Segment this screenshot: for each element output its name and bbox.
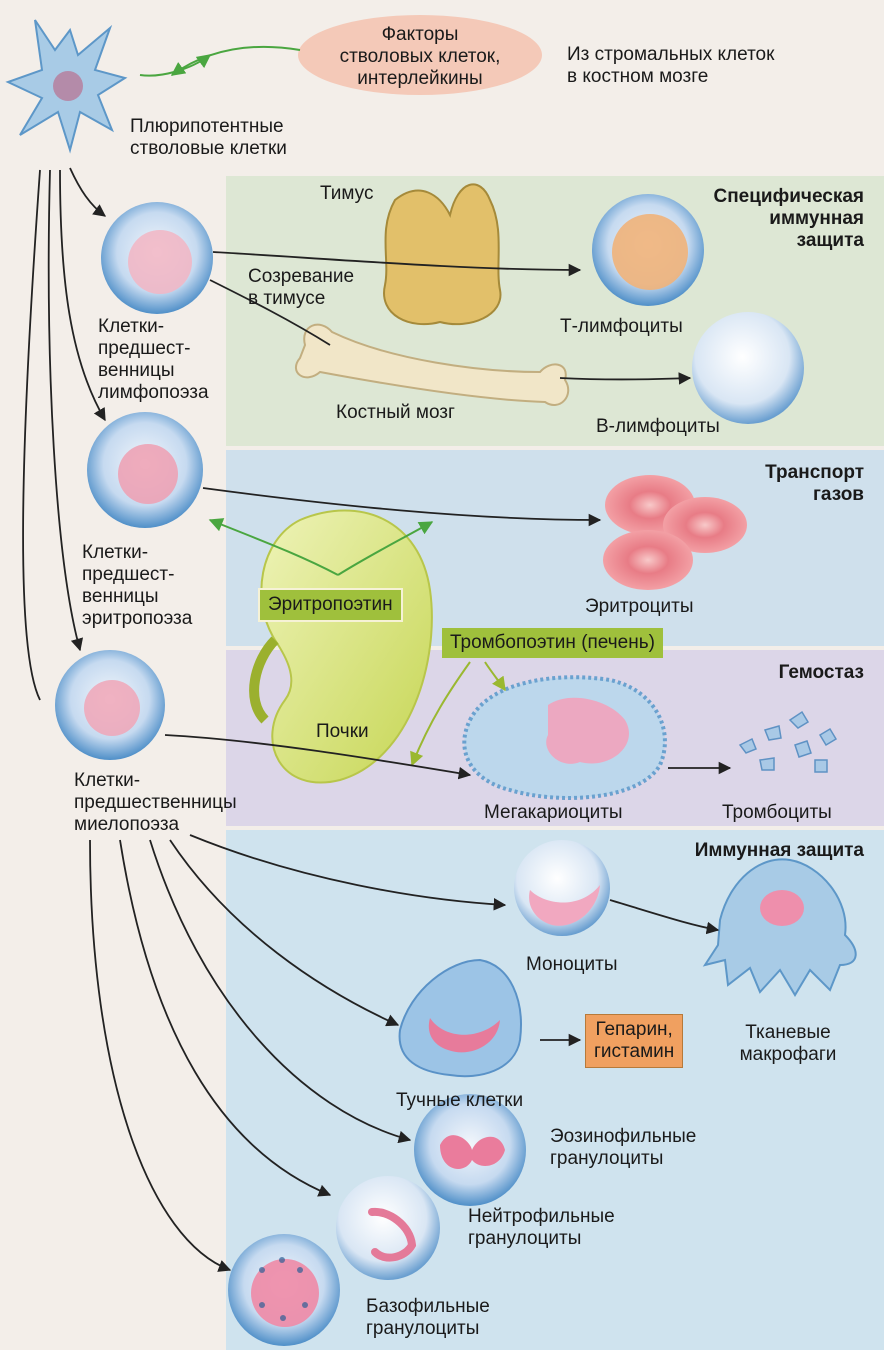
myelo-prog-line-1: Клетки- xyxy=(74,770,237,792)
bone-shape xyxy=(296,325,568,405)
stroma-label: Из стромальных клеток в костном мозге xyxy=(567,44,774,88)
ery-prog-line-3: венницы xyxy=(82,586,192,608)
ery-prog-line-1: Клетки- xyxy=(82,542,192,564)
gas-title-line-1: Транспорт xyxy=(740,462,864,484)
eos-line-2: гранулоциты xyxy=(550,1148,696,1170)
lympho-prog-line-1: Клетки- xyxy=(98,316,209,338)
stem-cell-label: Плюрипотентные стволовые клетки xyxy=(130,116,287,160)
lympho-prog-line-4: лимфопоэза xyxy=(98,382,209,404)
mast-cells-label: Тучные клетки xyxy=(396,1090,523,1112)
heparin-line-2: гистамин xyxy=(594,1041,674,1063)
thrombocytes-label: Тромбоциты xyxy=(722,802,832,824)
megakaryocytes-label: Мегакариоциты xyxy=(484,802,623,824)
heparin-line-1: Гепарин, xyxy=(594,1019,674,1041)
gas-title-line-2: газов xyxy=(740,484,864,506)
factors-line-2: стволовых клеток, xyxy=(330,46,510,68)
specific-immunity-title: Специфическая иммунная защита xyxy=(700,186,864,252)
hemostasis-title: Гемостаз xyxy=(740,662,864,684)
baso-line-2: гранулоциты xyxy=(366,1318,490,1340)
myelo-prog-line-3: миелопоэза xyxy=(74,814,237,836)
heparin-histamine-tag: Гепарин, гистамин xyxy=(585,1014,683,1068)
stem-line-2: стволовые клетки xyxy=(130,138,287,160)
ery-prog-line-2: предшест- xyxy=(82,564,192,586)
macrophages-label: Тканевые макрофаги xyxy=(728,1022,848,1066)
bone-marrow-label: Костный мозг xyxy=(336,402,455,424)
erythroid-progenitor-label: Клетки- предшест- венницы эритропоэза xyxy=(82,542,192,630)
macro-line-1: Тканевые xyxy=(728,1022,848,1044)
specific-title-line-1: Специфическая xyxy=(700,186,864,208)
maturation-line-1: Созревание xyxy=(248,266,354,288)
stroma-line-1: Из стромальных клеток xyxy=(567,44,774,66)
t-lymphocytes-label: Т-лимфоциты xyxy=(560,316,683,338)
thymus-label: Тимус xyxy=(320,183,373,205)
factors-line-3: интерлейкины xyxy=(330,68,510,90)
thymus-shape xyxy=(384,184,500,324)
factors-line-1: Факторы xyxy=(330,24,510,46)
eos-line-1: Эозинофильные xyxy=(550,1126,696,1148)
macrophage-shape xyxy=(705,859,856,995)
baso-line-1: Базофильные xyxy=(366,1296,490,1318)
basophils-label: Базофильные гранулоциты xyxy=(366,1296,490,1340)
erythrocytes-shape xyxy=(603,475,747,590)
kidneys-label: Почки xyxy=(316,721,369,743)
erythrocytes-label: Эритроциты xyxy=(585,596,694,618)
myelo-prog-line-2: предшественницы xyxy=(74,792,237,814)
gas-transport-title: Транспорт газов xyxy=(740,462,864,506)
macro-line-2: макрофаги xyxy=(728,1044,848,1066)
immune-defense-title: Иммунная защита xyxy=(660,840,864,862)
myeloid-progenitor-label: Клетки- предшественницы миелопоэза xyxy=(74,770,237,836)
neut-line-2: гранулоциты xyxy=(468,1228,615,1250)
specific-title-line-3: защита xyxy=(700,230,864,252)
factors-label: Факторы стволовых клеток, интерлейкины xyxy=(330,24,510,90)
maturation-line-2: в тимусе xyxy=(248,288,354,310)
erythropoietin-tag: Эритропоэтин xyxy=(258,588,403,622)
ery-prog-line-4: эритропоэза xyxy=(82,608,192,630)
thrombocytes-shape xyxy=(740,712,836,772)
b-lymphocyte-cell xyxy=(692,312,804,424)
thrombopoietin-tag: Тромбопоэтин (печень) xyxy=(442,628,663,658)
lympho-prog-line-3: венницы xyxy=(98,360,209,382)
lymphoid-progenitor-label: Клетки- предшест- венницы лимфопоэза xyxy=(98,316,209,404)
eosinophils-label: Эозинофильные гранулоциты xyxy=(550,1126,696,1170)
maturation-label: Созревание в тимусе xyxy=(248,266,354,310)
monocytes-label: Моноциты xyxy=(526,954,618,976)
stem-line-1: Плюрипотентные xyxy=(130,116,287,138)
neutrophil-cell xyxy=(336,1176,440,1280)
lympho-prog-line-2: предшест- xyxy=(98,338,209,360)
neutrophils-label: Нейтрофильные гранулоциты xyxy=(468,1206,615,1250)
b-lymphocytes-label: В-лимфоциты xyxy=(596,416,720,438)
mast-cell-shape xyxy=(400,960,521,1076)
stroma-line-2: в костном мозге xyxy=(567,66,774,88)
specific-title-line-2: иммунная xyxy=(700,208,864,230)
stem-cell-shape xyxy=(8,20,125,150)
neut-line-1: Нейтрофильные xyxy=(468,1206,615,1228)
